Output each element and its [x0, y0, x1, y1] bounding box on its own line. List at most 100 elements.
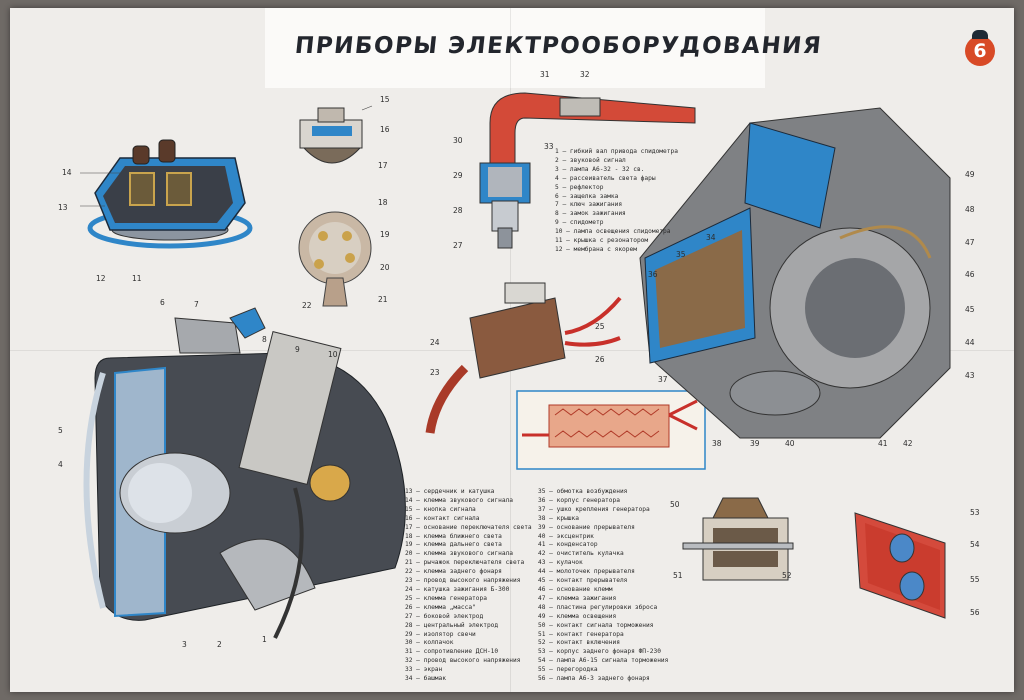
headlamp-illustration [83, 307, 406, 639]
legend-item: 28 — центральный электрод [405, 621, 499, 629]
legend-item: 34 — башмак [405, 675, 446, 683]
legend-item: 35 — обмотка возбуждения [538, 488, 628, 495]
callout-16: 16 [380, 125, 390, 134]
callout-50: 50 [670, 500, 680, 509]
legend-right: 35 — обмотка возбуждения 36 — корпус ген… [538, 488, 668, 684]
legend-item: 7 — ключ зажигания [555, 201, 623, 209]
callout-9: 9 [295, 345, 300, 354]
legend-item: 14 — клемма звукового сигнала [405, 496, 514, 504]
legend-item: 30 — колпачок [405, 639, 454, 647]
callout-19: 19 [380, 230, 390, 239]
callout-36: 36 [648, 270, 658, 279]
callout-18: 18 [378, 198, 388, 207]
legend-item: 41 — конденсатор [538, 541, 598, 549]
callout-40: 40 [785, 439, 795, 448]
callout-10: 10 [328, 350, 338, 359]
callout-2: 2 [217, 640, 222, 649]
callout-52: 52 [782, 571, 792, 580]
legend-item: 18 — клемма ближнего света [405, 532, 502, 540]
legend-item: 45 — контакт прерывателя [538, 577, 628, 585]
callout-48: 48 [965, 205, 975, 214]
legend-item: 40 — эксцентрик [538, 532, 594, 540]
legend-item: 46 — основание клемм [538, 585, 613, 593]
callout-24: 24 [430, 338, 440, 347]
callout-6: 6 [160, 298, 165, 307]
rear-lamp-illustration [854, 512, 946, 619]
legend-item: 54 — лампа А6-15 сигнала торможения [538, 657, 669, 665]
legend-item: 55 — перегородка [538, 666, 598, 674]
legend-item: 31 — сопротивление ДСН-10 [405, 648, 499, 656]
legend-item: 8 — замок зажигания [555, 210, 626, 218]
poster-sheet: ПРИБОРЫ ЭЛЕКТРООБОРУДОВАНИЯ 6 [10, 8, 1014, 692]
callout-43: 43 [965, 371, 975, 380]
callout-28: 28 [453, 206, 463, 215]
callout-42: 42 [903, 439, 913, 448]
legend-item: 12 — мембрана с якорем [555, 245, 637, 253]
sheet-number: 6 [973, 40, 987, 62]
legend-item: 11 — крышка с резонатором [555, 237, 649, 245]
legend-item: 2 — звуковой сигнал [555, 156, 626, 164]
legend-item: 49 — клемма освещения [538, 612, 617, 620]
legend-item: 44 — молоточек прерывателя [538, 568, 635, 576]
callout-8: 8 [262, 335, 267, 344]
callout-34: 34 [706, 233, 716, 242]
legend-item: 56 — лампа А6-3 заднего фонаря [538, 675, 650, 683]
callout-15: 15 [380, 95, 390, 104]
legend-item: 22 — клемма заднего фонаря [405, 568, 502, 576]
callout-41: 41 [878, 439, 888, 448]
horn-illustration [80, 139, 253, 249]
callout-32: 32 [580, 70, 590, 79]
callout-26: 26 [595, 355, 605, 364]
legend-item: 26 — клемма „масса" [405, 603, 476, 611]
callout-37: 37 [658, 375, 668, 384]
legend-item: 48 — пластина регулировки зброса [538, 603, 658, 611]
legend-item: 42 — очиститель кулачка [538, 550, 624, 558]
callout-56: 56 [970, 608, 980, 617]
legend-item: 15 — кнопка сигнала [405, 505, 476, 513]
legend-item: 32 — провод высокого напряжения [405, 657, 521, 665]
generator-illustration [639, 107, 951, 439]
callout-11: 11 [132, 274, 142, 283]
callout-1: 1 [262, 635, 267, 644]
legend-item: 19 — клемма дальнего света [405, 541, 502, 549]
legend-item: 27 — боковой электрод [405, 612, 484, 620]
callout-39: 39 [750, 439, 760, 448]
legend-item: 33 — экран [405, 666, 443, 674]
callout-55: 55 [970, 575, 980, 584]
legend-item: 6 — защелка замка [555, 192, 619, 200]
callout-23: 23 [430, 368, 440, 377]
brake-switch-illustration [682, 497, 794, 581]
callout-21: 21 [378, 295, 388, 304]
legend-item: 17 — основание переключателя света [405, 523, 532, 531]
legend-item: 23 — провод высокого напряжения [405, 577, 521, 585]
legend-item: 5 — рефлектор [555, 183, 604, 191]
legend-item: 24 — катушка зажигания Б-300 [405, 585, 510, 593]
legend-item: 53 — корпус заднего фонаря ФП-230 [538, 648, 661, 656]
legend-item: 29 — изолятор свечи [405, 630, 476, 638]
callout-35: 35 [676, 250, 686, 259]
callout-12: 12 [96, 274, 106, 283]
legend-item: 36 — корпус генератора [538, 496, 620, 504]
badge-mark-icon [972, 30, 988, 39]
callout-30: 30 [453, 136, 463, 145]
legend-item: 3 — лампа А6-32 - 32 св. [555, 165, 645, 173]
legend-item: 1 — гибкий вал привода спидометра [555, 148, 678, 155]
callout-29: 29 [453, 171, 463, 180]
legend-item: 51 — контакт генератора [538, 630, 624, 638]
callout-44: 44 [965, 338, 975, 347]
callout-49: 49 [965, 170, 975, 179]
legend-item: 25 — клемма генератора [405, 594, 487, 602]
legend-item: 16 — контакт сигнала [405, 514, 480, 522]
legend-item: 39 — основание прерывателя [538, 523, 635, 531]
callout-47: 47 [965, 238, 975, 247]
legend-item: 9 — спидометр [555, 219, 604, 227]
legend-item: 20 — клемма звукового сигнала [405, 550, 514, 558]
legend-item: 47 — клемма зажигания [538, 594, 617, 602]
legend-item: 13 — сердечник и катушка [405, 488, 495, 495]
legend-item: 21 — рычажок переключателя света [405, 559, 525, 567]
title-band [265, 8, 765, 88]
callout-4: 4 [58, 460, 63, 469]
callout-46: 46 [965, 270, 975, 279]
callout-53: 53 [970, 508, 980, 517]
callout-38: 38 [712, 439, 722, 448]
